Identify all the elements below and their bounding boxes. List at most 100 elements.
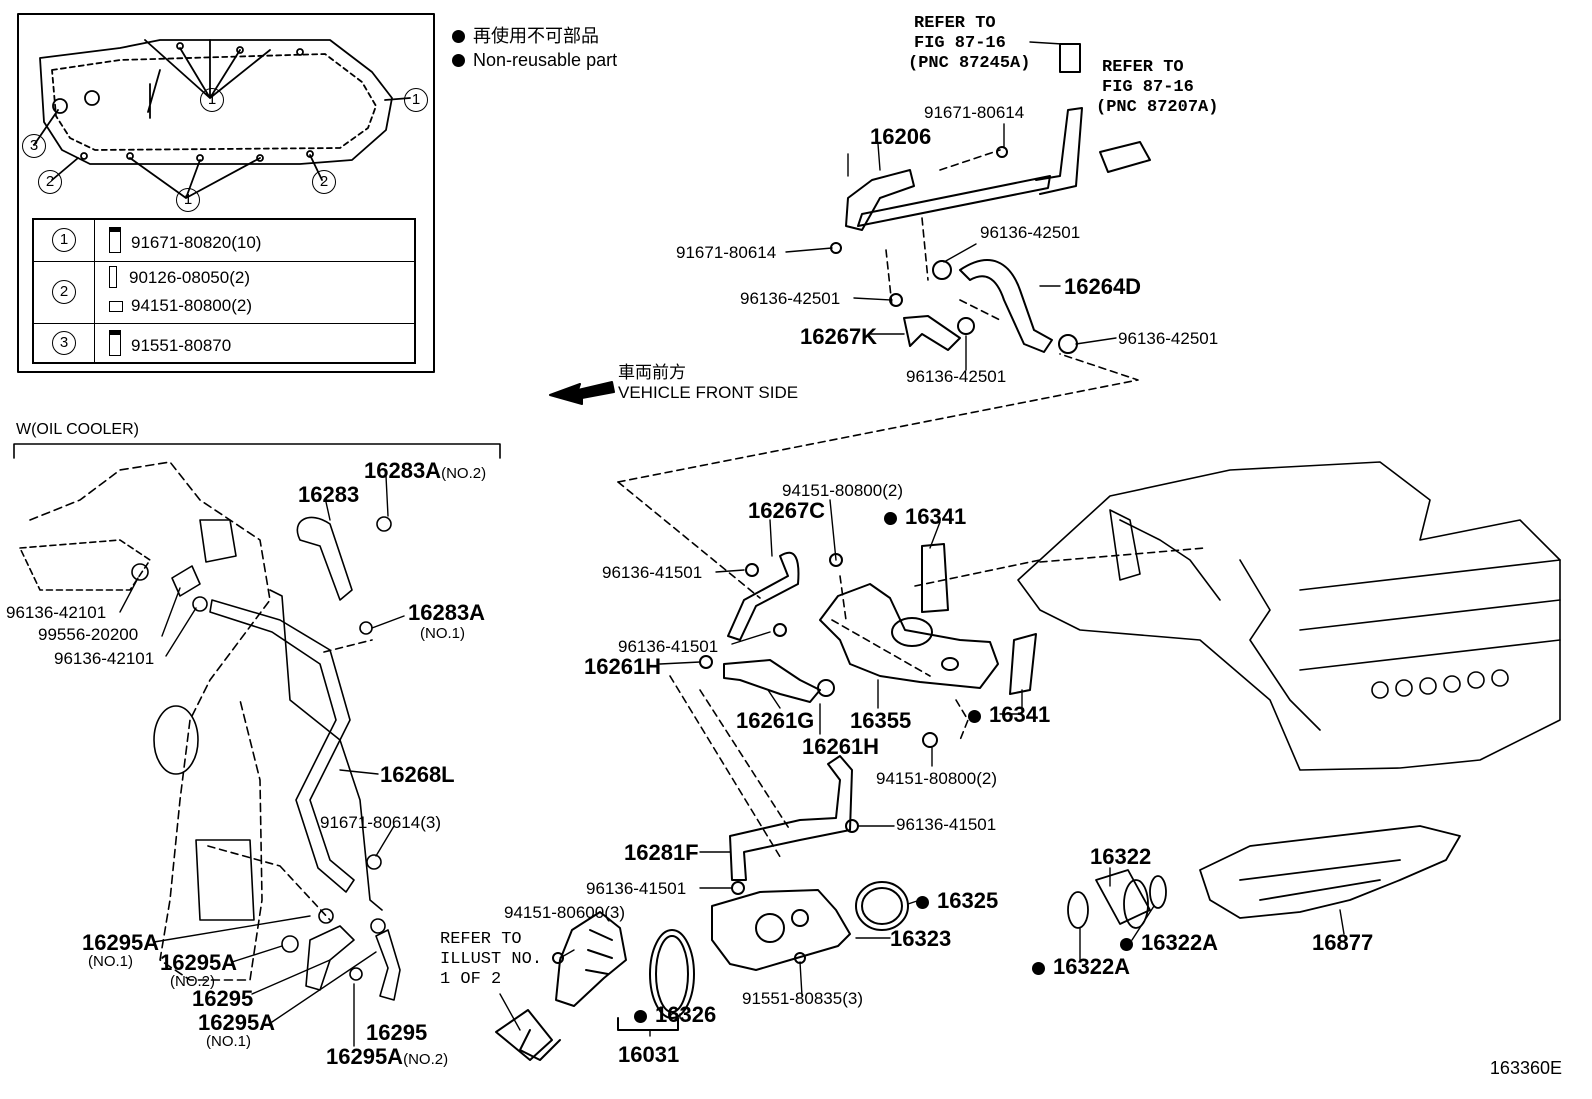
part-label: 96136-42101 <box>6 603 107 622</box>
part-number: 16326 <box>655 1002 717 1027</box>
part-number: 16322A <box>1053 954 1131 979</box>
part-label: 16267C <box>748 498 826 523</box>
non-reusable-dot-icon <box>634 1010 647 1023</box>
bypass-pipe <box>729 755 859 895</box>
part-label: 16261G <box>736 708 815 733</box>
ref-line: REFER TO <box>1102 58 1184 77</box>
non-reusable-part-label: 16322A <box>1032 956 1130 978</box>
part-label: 94151-80800(2) <box>782 481 903 500</box>
part-note: (NO.2) <box>170 973 215 990</box>
legend-row-jp: 再使用不可部品 <box>452 24 617 48</box>
nut-icon <box>109 301 123 312</box>
part-label: 16322 <box>1090 844 1152 869</box>
non-reusable-dot-icon <box>452 30 465 43</box>
figure-code: 163360E <box>1489 1058 1562 1078</box>
part-label: 94151-80800(2) <box>876 769 997 788</box>
part-label-with-note: 16283A(NO.2) <box>364 460 486 482</box>
part-note: (NO.2) <box>403 1051 449 1068</box>
bolt-row-1: 1 91671-80820(10) <box>32 218 416 262</box>
part-label: 16261H <box>802 734 880 759</box>
part-label: 91671-80614 <box>924 103 1025 122</box>
front-direction-arrow <box>549 381 615 405</box>
part-label: 96136-42501 <box>980 223 1081 242</box>
inset-gasket-drawing <box>33 39 411 199</box>
orientation-en: VEHICLE FRONT SIDE <box>618 383 799 402</box>
ref-line: ILLUST NO. <box>440 950 543 969</box>
non-reusable-dot-icon <box>1120 938 1133 951</box>
part-label: 96136-41501 <box>896 815 997 834</box>
label-leaders <box>119 41 1345 1047</box>
part-label: 16295A <box>198 1010 276 1035</box>
non-reusable-dot-icon <box>452 54 465 67</box>
bolt-key-cell: 3 <box>32 322 95 364</box>
inset-callout-2: 2 <box>38 170 62 194</box>
non-reusable-part-label: 16341 <box>884 506 966 528</box>
part-label: 16295A <box>82 930 160 955</box>
part-label: 16206 <box>870 124 932 149</box>
bolt-part-number: 94151-80800(2) <box>131 296 252 315</box>
refer-to-87207a: REFER TO FIG 87-16 (PNC 87207A) <box>1096 58 1218 118</box>
nut-row: 94151-80800(2) <box>109 292 414 320</box>
non-reusable-dot-icon <box>968 710 981 723</box>
ref-line: 1 OF 2 <box>440 970 502 989</box>
non-reusable-dot-icon <box>1032 962 1045 975</box>
part-label: 16295 <box>192 986 254 1011</box>
part-number: 16322A <box>1141 930 1219 955</box>
oil-cooler-side <box>19 461 401 1001</box>
non-reusable-part-label: 16325 <box>916 890 998 912</box>
part-label: 96136-41501 <box>586 879 687 898</box>
part-label: 94151-80600(3) <box>504 903 625 922</box>
engine-block <box>1017 461 1561 771</box>
part-label: 16268L <box>380 762 455 787</box>
stud-bolt-icon <box>109 266 117 288</box>
inset-callout-2: 2 <box>312 170 336 194</box>
inset-callout-1: 1 <box>200 88 224 112</box>
part-label: 16267K <box>800 324 878 349</box>
part-number: 16325 <box>937 888 999 913</box>
bolt-table: 1 91671-80820(10) 2 90126-08050(2) 94151… <box>32 218 416 364</box>
part-label: 16283A <box>408 600 486 625</box>
ref-line: REFER TO <box>914 14 996 33</box>
bolt-parts-cell: 91671-80820(10) <box>94 218 416 262</box>
part-label: 16323 <box>890 926 952 951</box>
ref-line: (PNC 87245A) <box>908 54 1031 73</box>
bolt-row-3: 3 91551-80870 <box>32 322 416 364</box>
part-label: 91551-80835(3) <box>742 989 863 1008</box>
part-label: 96136-42501 <box>740 289 841 308</box>
non-reusable-dot-icon <box>916 896 929 909</box>
non-reusable-part-label: 16341 <box>968 704 1050 726</box>
inset-callout-3: 3 <box>22 134 46 158</box>
bolt-key-cell: 2 <box>32 260 95 324</box>
bolt-key: 2 <box>52 280 76 304</box>
thermostat-and-pump <box>495 881 909 1061</box>
part-label: 16281F <box>624 840 699 865</box>
water-outlet-assembly <box>699 543 1037 748</box>
bolt-key: 3 <box>52 330 76 355</box>
refer-to-illust: REFER TO ILLUST NO. 1 OF 2 <box>440 930 542 990</box>
inset-callout-1: 1 <box>404 88 428 112</box>
inset-callout-1: 1 <box>176 188 200 212</box>
inset-frame <box>17 13 435 373</box>
part-label: 16295 <box>366 1020 428 1045</box>
part-label: 99556-20200 <box>38 625 139 644</box>
part-label-with-note: 16295A(NO.2) <box>326 1046 448 1068</box>
part-label: 16355 <box>850 708 912 733</box>
part-number: 16295A <box>326 1044 404 1069</box>
ref-line: (PNC 87207A) <box>1096 98 1219 117</box>
oil-pan-and-cooler <box>1067 825 1461 929</box>
part-label: 96136-41501 <box>602 563 703 582</box>
part-note: (NO.1) <box>88 953 133 970</box>
bolt-part-number: 90126-08050(2) <box>129 268 250 287</box>
bolt-row-2: 2 90126-08050(2) 94151-80800(2) <box>32 260 416 324</box>
part-label: 91671-80614 <box>676 243 777 262</box>
bolt-part-number: 91671-80820(10) <box>131 233 262 253</box>
ref-line: FIG 87-16 <box>1102 78 1194 97</box>
part-label: 96136-41501 <box>618 637 719 656</box>
part-label: 16031 <box>618 1042 680 1067</box>
bolt-key-cell: 1 <box>32 218 95 262</box>
legend: 再使用不可部品 Non-reusable part <box>452 24 617 72</box>
section-label: W(OIL COOLER) <box>16 421 139 438</box>
oil-cooler-bracket <box>13 443 501 459</box>
